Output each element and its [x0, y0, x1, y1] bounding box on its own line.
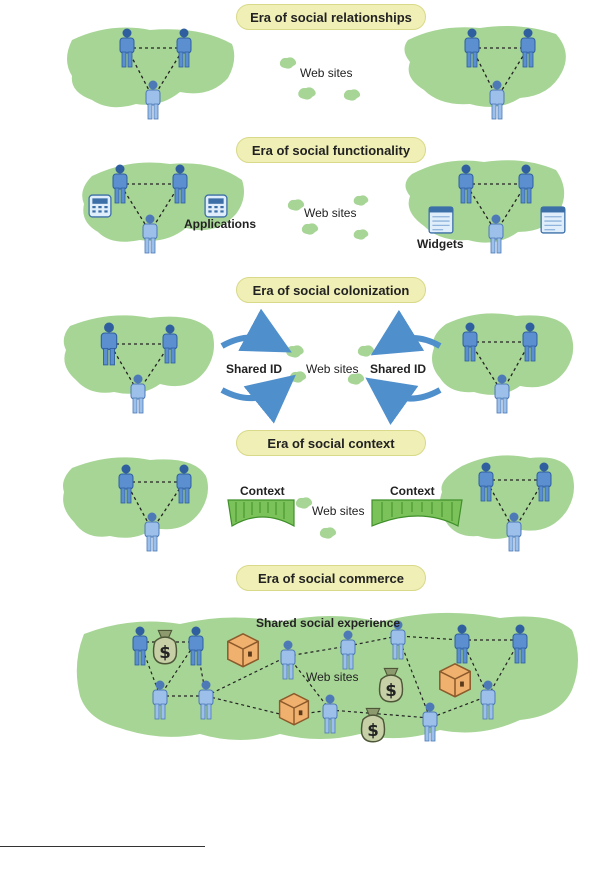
section-commerce [76, 612, 579, 743]
title-social-commerce: Era of social commerce [236, 565, 426, 591]
package-box-icon [227, 633, 259, 668]
label-context-right: Context [390, 484, 435, 498]
label-web-sites: Web sites [306, 670, 359, 684]
label-web-sites: Web sites [312, 504, 365, 518]
widget-window-icon [428, 206, 454, 234]
context-bridges [227, 499, 463, 528]
section-relationships [67, 26, 566, 120]
footnote-divider [0, 846, 205, 847]
network-lines [109, 341, 532, 394]
label-widgets: Widgets [417, 237, 464, 251]
label-shared-social-experience: Shared social experience [256, 616, 401, 630]
title-social-context: Era of social context [236, 430, 426, 456]
mobile-app-icon [204, 194, 228, 218]
network-lines [125, 479, 546, 532]
package-box-icon [439, 663, 471, 698]
network-lines [126, 47, 530, 100]
title-social-relationships: Era of social relationships [236, 4, 426, 30]
label-web-sites: Web sites [300, 66, 353, 80]
mobile-app-icon [88, 194, 112, 218]
label-web-sites: Web sites [304, 206, 357, 220]
label-shared-id-right: Shared ID [370, 362, 427, 376]
label-applications: Applications [184, 217, 257, 231]
label-context-left: Context [240, 484, 285, 498]
section-context [63, 455, 574, 552]
map-right [404, 26, 566, 107]
title-social-colonization: Era of social colonization [236, 277, 426, 303]
title-social-functionality: Era of social functionality [236, 137, 426, 163]
label-web-sites: Web sites [306, 362, 359, 376]
shared-id-arrows [220, 308, 442, 425]
label-shared-id-left: Shared ID [226, 362, 283, 376]
widget-window-icon [540, 206, 566, 234]
section-colonization [63, 308, 574, 425]
section-functionality [82, 160, 566, 254]
map-left [67, 27, 235, 108]
network-lines [119, 183, 528, 234]
map-left [63, 457, 208, 538]
package-box-icon [278, 692, 310, 726]
